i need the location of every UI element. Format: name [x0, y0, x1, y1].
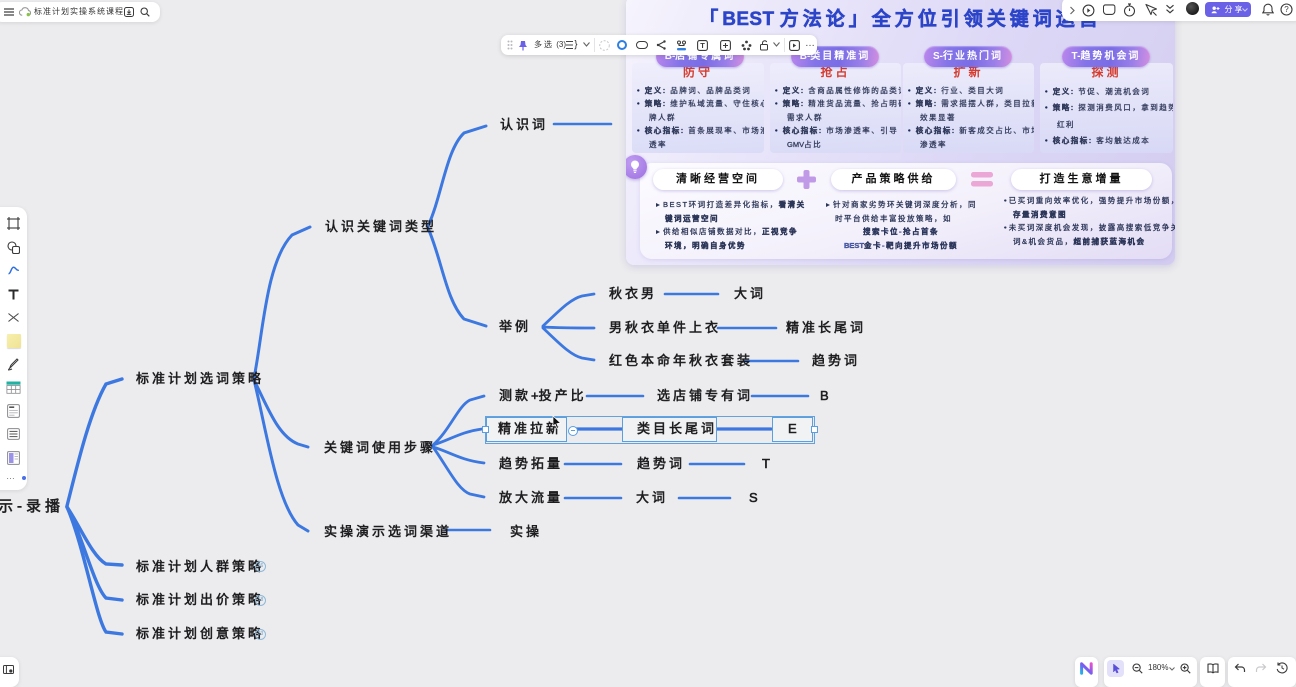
- svg-text:T: T: [700, 41, 705, 50]
- svg-text:?: ?: [1284, 5, 1289, 14]
